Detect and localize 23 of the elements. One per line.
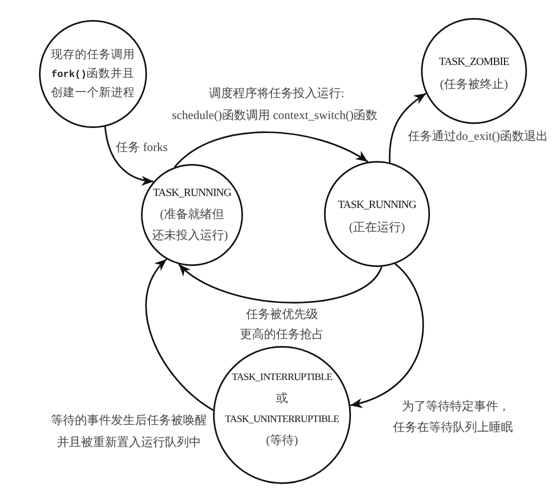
state-description: (准备就绪但还未投入运行) (152, 206, 229, 244)
state-description: (正在运行) (349, 219, 405, 236)
arrow (145, 258, 214, 411)
state-name: TASK_ZOMBIE (438, 55, 509, 70)
state-name: TASK_RUNNING (152, 186, 232, 200)
arrow (104, 126, 154, 186)
edge-label: 任务 forks (116, 139, 168, 156)
state-name: TASK_RUNNING (338, 198, 416, 213)
arrow (178, 264, 382, 304)
arrow (388, 92, 426, 163)
conjunction-text: 或 (276, 390, 288, 407)
edge-label: 任务被优先级更高的任务抢占 (240, 306, 325, 343)
edge-label: 任务通过do_exit()函数退出 (408, 128, 548, 145)
edge-label: 调度程序将任务投入运行: schedule()函数调用 context_switch()函数 (172, 85, 379, 124)
edge-label: 等待的事件发生后任务被唤醒并且被重新置入运行队列中 (50, 412, 208, 451)
state-description: (等待) (266, 432, 298, 449)
state-name: TASK_UNINTERRUPTIBLE (225, 413, 339, 427)
circle-text: 现存的任务调用fork()函数并且创建一个新进程 (51, 48, 135, 100)
arrow (174, 131, 368, 168)
arrow (350, 263, 424, 408)
state-description: (任务被终止) (440, 76, 508, 93)
edge-label: 为了等待特定事件，任务在等待队列上睡眠 (393, 398, 514, 436)
state-name: TASK_INTERRUPTIBLE (232, 371, 332, 385)
